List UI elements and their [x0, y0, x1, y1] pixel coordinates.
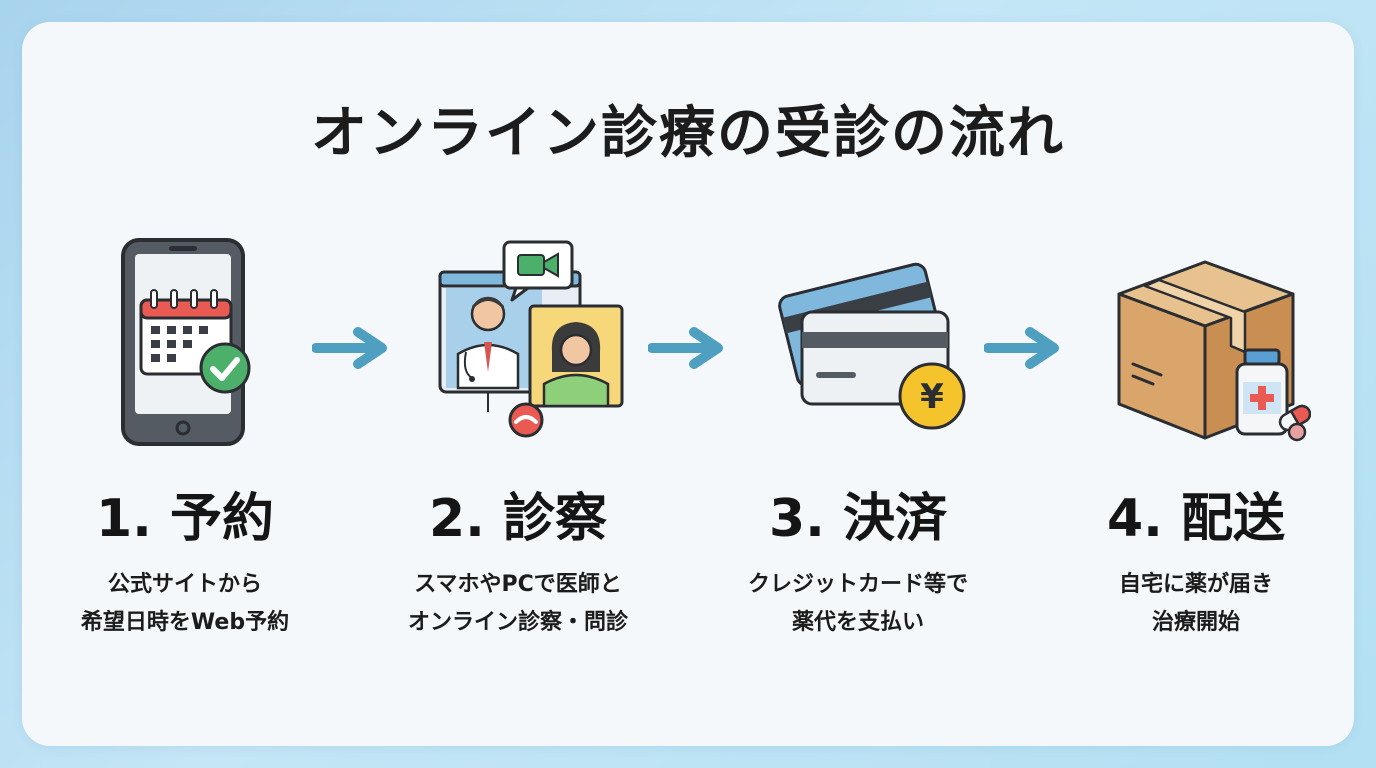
- step-consultation: 2. 診察 スマホやPCで医師と オンライン診察・問診: [388, 0, 648, 768]
- credit-card-yen-icon: ¥: [728, 232, 988, 452]
- arrow-right-icon: [984, 327, 1059, 369]
- step-3-label: 3. 決済: [768, 489, 948, 549]
- step-3-description: クレジットカード等で 薬代を支払い: [708, 566, 1008, 642]
- page-title: オンライン診療の受診の流れ: [311, 101, 1065, 166]
- step-1-line-1: 公式サイトから: [107, 572, 262, 597]
- package-medicine-icon: [1066, 232, 1326, 452]
- step-1-line-2: 希望日時をWeb予約: [80, 610, 290, 635]
- svg-text:¥: ¥: [920, 377, 944, 417]
- step-4-line-2: 治療開始: [1151, 610, 1240, 635]
- step-delivery: 4. 配送 自宅に薬が届き 治療開始: [1066, 0, 1326, 768]
- smartphone-calendar-icon: [55, 232, 315, 452]
- step-3-line-1: クレジットカード等で: [747, 572, 968, 597]
- step-1-description: 公式サイトから 希望日時をWeb予約: [35, 566, 335, 642]
- step-4-label: 4. 配送: [1106, 489, 1286, 549]
- arrow-right-icon: [648, 327, 723, 369]
- step-3-line-2: 薬代を支払い: [791, 610, 924, 635]
- step-2-line-1: スマホやPCで医師と: [414, 572, 622, 597]
- video-consultation-icon: [388, 232, 648, 452]
- step-2-line-2: オンライン診察・問診: [407, 610, 628, 635]
- step-2-description: スマホやPCで医師と オンライン診察・問診: [368, 566, 668, 642]
- arrow-right-icon: [312, 327, 387, 369]
- step-2-label: 2. 診察: [428, 489, 608, 549]
- step-4-line-1: 自宅に薬が届き: [1118, 572, 1273, 597]
- step-reservation: 1. 予約 公式サイトから 希望日時をWeb予約: [55, 0, 315, 768]
- step-payment: ¥ 3. 決済 クレジットカード等で 薬代を支払い: [728, 0, 988, 768]
- step-1-label: 1. 予約: [95, 489, 275, 549]
- step-4-description: 自宅に薬が届き 治療開始: [1046, 566, 1346, 642]
